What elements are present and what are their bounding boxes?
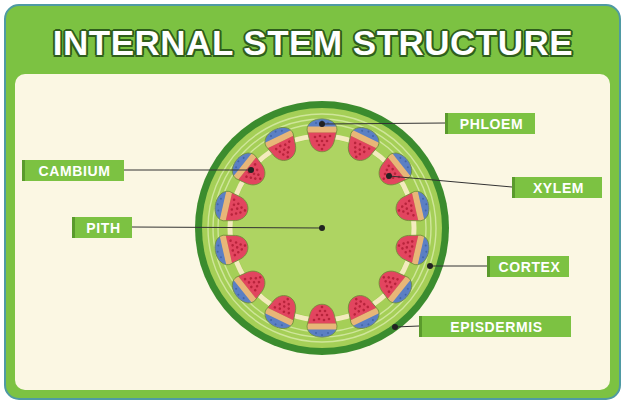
frame [5,5,620,399]
label-box: EPISDERMIS [419,316,571,337]
label-box: CAMBIUM [22,160,124,181]
label-box: PITH [72,217,132,238]
label-text: PITH [86,220,120,236]
label-box: PHLOEM [445,113,535,134]
title: INTERNAL STEM STRUCTURE [0,18,626,68]
label-text: CORTEX [499,259,561,275]
panel [15,74,610,390]
label-text: PHLOEM [460,116,524,132]
leader-lines [124,123,512,327]
label-text: EPISDERMIS [450,319,542,335]
label-box: CORTEX [487,256,569,277]
label-text: CAMBIUM [39,163,111,179]
leader-dots [248,121,433,330]
label-box: XYLEM [512,177,602,198]
label-text: XYLEM [533,180,584,196]
